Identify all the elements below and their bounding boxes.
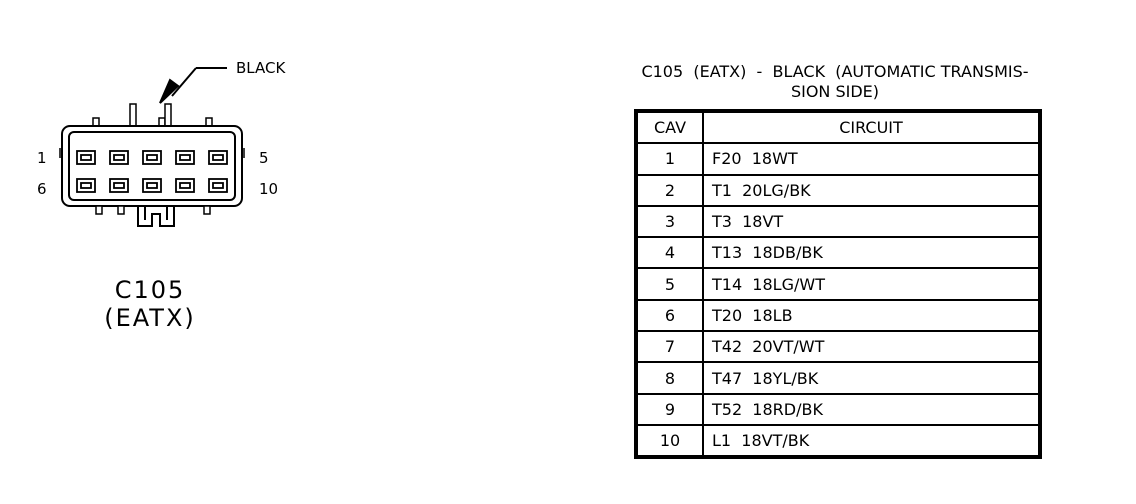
circuit-cell: T52 18RD/BK <box>702 392 1040 426</box>
cav-cell: 1 <box>636 142 704 176</box>
table-row: 2 T1 20LG/BK <box>636 173 1040 207</box>
connector-caption: C105 (EATX) <box>95 276 205 332</box>
circuit-cell: F20 18WT <box>702 142 1040 176</box>
cav-cell: 5 <box>636 267 704 301</box>
circuit-cell: T1 20LG/BK <box>702 173 1040 207</box>
connector-bottom-tabs <box>95 205 211 215</box>
circuit-cell: T20 18LB <box>702 298 1040 333</box>
table-row: 6 T20 18LB <box>636 298 1040 333</box>
table-title-line-1: C105 (EATX) - BLACK (AUTOMATIC TRANSMIS- <box>641 62 1029 81</box>
connector-name: C105 <box>114 276 186 304</box>
cav-cell: 7 <box>636 330 704 364</box>
table-header-row: CAV CIRCUIT <box>636 110 1040 145</box>
cav-cell: 10 <box>636 423 704 458</box>
connector-subname: (EATX) <box>104 304 196 332</box>
circuit-cell: T13 18DB/BK <box>702 236 1040 270</box>
connector-body <box>61 125 243 207</box>
cavity-row-top <box>76 150 228 165</box>
cav-cell: 4 <box>636 236 704 270</box>
header-cav: CAV <box>636 110 704 145</box>
connector-side-ridges <box>59 148 245 158</box>
cavity-row-bottom <box>76 178 228 193</box>
circuit-cell: T3 18VT <box>702 204 1040 239</box>
pin-label-5: 5 <box>259 149 269 167</box>
cav-cell: 2 <box>636 173 704 207</box>
circuit-table: CAV CIRCUIT 1 F20 18WT 2 T1 20LG/BK 3 T3… <box>634 108 1042 460</box>
table-title-line-2: SION SIDE) <box>790 82 880 101</box>
cav-cell: 3 <box>636 204 704 239</box>
callout-arrow <box>159 67 227 104</box>
table-row: 7 T42 20VT/WT <box>636 330 1040 364</box>
table-row: 8 T47 18YL/BK <box>636 361 1040 395</box>
pin-label-1: 1 <box>37 149 47 167</box>
table-row: 10 L1 18VT/BK <box>636 423 1040 458</box>
table-row: 3 T3 18VT <box>636 204 1040 239</box>
circuit-cell: L1 18VT/BK <box>702 423 1040 458</box>
cav-cell: 8 <box>636 361 704 395</box>
connector-figure: BLACK 1 5 6 10 C105 (EATX) <box>0 0 400 504</box>
circuit-cell: T47 18YL/BK <box>702 361 1040 395</box>
color-callout-label: BLACK <box>236 59 286 77</box>
header-circuit: CIRCUIT <box>702 110 1040 145</box>
pin-label-6: 6 <box>37 180 47 198</box>
circuit-cell: T14 18LG/WT <box>702 267 1040 301</box>
connector-top-tabs <box>92 103 213 127</box>
cav-cell: 9 <box>636 392 704 426</box>
pin-label-10: 10 <box>259 180 279 198</box>
table-row: 4 T13 18DB/BK <box>636 236 1040 270</box>
cav-cell: 6 <box>636 298 704 333</box>
table-row: 1 F20 18WT <box>636 142 1040 176</box>
table-title: C105 (EATX) - BLACK (AUTOMATIC TRANSMIS-… <box>620 62 1050 102</box>
table-row: 9 T52 18RD/BK <box>636 392 1040 426</box>
circuit-cell: T42 20VT/WT <box>702 330 1040 364</box>
connector-latch <box>137 206 175 227</box>
connector-drawing <box>59 67 245 227</box>
table-row: 5 T14 18LG/WT <box>636 267 1040 301</box>
